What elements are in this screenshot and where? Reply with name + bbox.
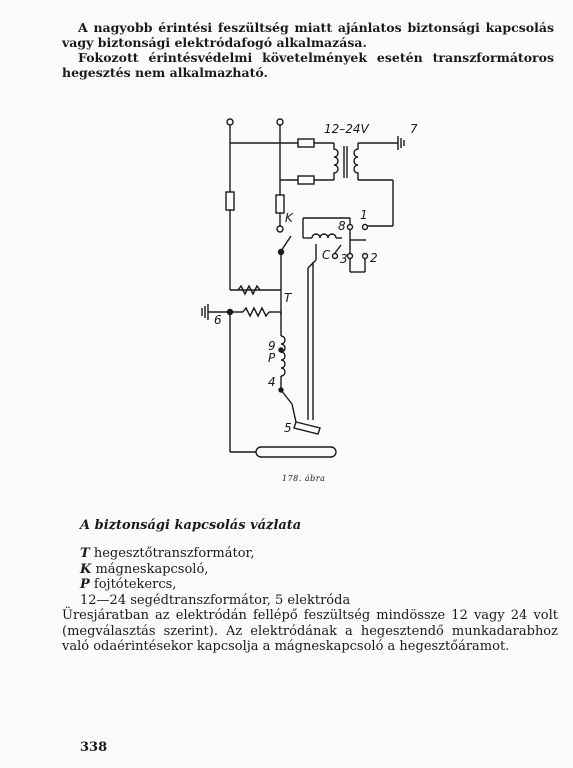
legend-item-aux: 12—24 segédtranszformátor, 5 elektróda [80, 592, 351, 608]
legend: T hegesztőtranszformátor, K mágneskapcso… [62, 546, 558, 655]
workpiece [255, 446, 337, 458]
circuit-labels: 12–24V 7 1 8 K C 3 2 T 6 9 P 4 5 [214, 122, 418, 435]
label-K: K [285, 211, 294, 225]
label-P: P [268, 351, 276, 365]
label-C: C [322, 248, 331, 262]
circuit-wires [201, 118, 405, 458]
label-T: T [284, 291, 293, 305]
label-4: 4 [268, 375, 276, 389]
voltage-label: 12–24V [324, 122, 370, 136]
intro-text: A nagyobb érintési feszültség miatt aján… [62, 20, 554, 80]
label-1: 1 [360, 208, 368, 222]
label-8: 8 [338, 219, 346, 233]
section-title: A biztonsági kapcsolás vázlata [80, 518, 302, 533]
label-2: 2 [370, 251, 378, 265]
legend-item-K: K mágneskapcsoló, [80, 561, 209, 577]
intro-paragraph-1: A nagyobb érintési feszültség miatt aján… [62, 20, 554, 50]
label-5: 5 [284, 421, 292, 435]
supply-terminal-left [226, 118, 234, 126]
supply-terminal-right [276, 118, 284, 126]
legend-item-P: P fojtótekercs, [80, 577, 177, 592]
resistor-right [275, 194, 285, 214]
legend-item-T: T hegesztőtranszformátor, [80, 546, 255, 561]
figure-caption: 178. ábra [282, 474, 326, 483]
label-3: 3 [340, 252, 348, 266]
resistor-left [225, 191, 235, 211]
intro-paragraph-2: Fokozott érintésvédelmi követelmények es… [62, 50, 554, 80]
label-6: 6 [214, 313, 222, 327]
legend-paragraph: Üresjáratban az elektródán fellépő feszü… [62, 608, 558, 654]
label-9: 9 [268, 339, 276, 353]
label-7: 7 [410, 122, 418, 136]
page-number: 338 [80, 740, 108, 755]
circuit-diagram: 12–24V 7 1 8 K C 3 2 T 6 9 P 4 5 [201, 118, 418, 458]
